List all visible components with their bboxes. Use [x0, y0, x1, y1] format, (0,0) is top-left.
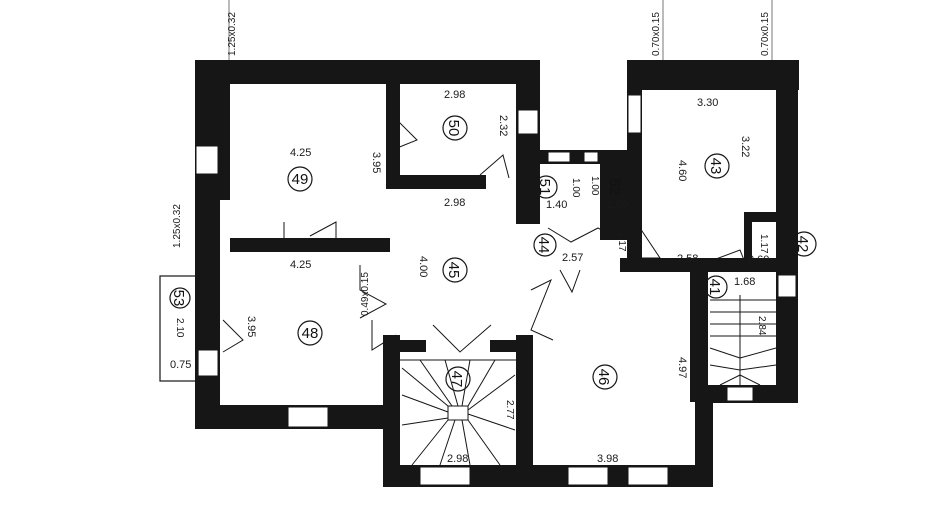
room-44-width: 2.57	[562, 252, 583, 264]
room-47-number: 47	[448, 371, 465, 388]
room-44-number: 44	[535, 237, 552, 254]
room-43-number: 43	[707, 158, 724, 175]
room-51-marker	[534, 175, 558, 199]
room-43-height: 3.22	[739, 136, 751, 157]
room-53-width: 0.75	[170, 359, 191, 371]
opening-label-top-right: 0.70x0.15	[760, 12, 771, 56]
room-44-marker	[533, 233, 557, 257]
room-51-height: 1.40	[546, 199, 567, 211]
room-50-number: 50	[445, 120, 462, 137]
room-52-width: 1.00	[589, 176, 600, 196]
room-50-marker	[442, 115, 468, 141]
room-45-marker	[442, 257, 468, 283]
room-42-height: 1.17	[758, 234, 769, 254]
room-41-width: 1.68	[734, 276, 755, 288]
room-46-marker	[592, 364, 618, 390]
room-49-width: 4.25	[290, 147, 311, 159]
room-51-width: 1.00	[570, 178, 581, 198]
room-50-width: 2.98	[444, 89, 465, 101]
room-44-length: 2.58	[677, 253, 698, 265]
room-52-marker	[604, 175, 628, 199]
room-46-width: 3.98	[597, 453, 618, 465]
room-43-width: 3.30	[697, 97, 718, 109]
room-42-marker	[791, 231, 817, 257]
room-41-number: 41	[706, 279, 723, 296]
room-41-length: 2.84	[756, 316, 767, 336]
room-42-width: 0.60	[748, 254, 769, 266]
room-45-width: 2.98	[444, 197, 465, 209]
room-48-height: 3.95	[245, 316, 257, 337]
windows	[195, 94, 797, 486]
opening-label-door: 0.49x0.15	[360, 272, 371, 316]
room-49-height: 3.95	[370, 152, 382, 173]
room-50-height: 2.32	[497, 115, 509, 136]
opening-label-top-left: 1.25x0.32	[227, 12, 238, 56]
room-47-height: 2.77	[504, 400, 515, 420]
room-42-number: 42	[794, 236, 811, 253]
room-51-number: 51	[536, 179, 553, 196]
doors	[222, 109, 749, 353]
room-49-marker	[287, 166, 313, 192]
stairs-41	[709, 295, 777, 386]
room-52-number: 52	[606, 179, 623, 196]
room-49-number: 49	[292, 171, 309, 188]
room-45-height: 4.00	[417, 256, 429, 277]
room-41-marker	[704, 275, 728, 299]
room-48-marker	[297, 320, 323, 346]
room-47-width: 2.98	[447, 453, 468, 465]
room-44-height: 1.17	[616, 232, 627, 252]
stairs-47	[400, 359, 516, 466]
room-43-depth: 4.60	[676, 160, 688, 181]
walls	[195, 60, 799, 487]
room-53-marker	[169, 287, 191, 309]
room-52-height: 1.00	[607, 199, 628, 211]
room-43-marker	[704, 153, 730, 179]
room-53-length: 2.10	[174, 318, 185, 338]
room-47-marker	[445, 366, 471, 392]
room-48-number: 48	[302, 325, 319, 342]
opening-label-left: 1.25x0.32	[172, 204, 183, 248]
opening-label-top-mid: 0.70x0.15	[651, 12, 662, 56]
room-46-number: 46	[595, 369, 612, 386]
room-46-height: 4.97	[676, 357, 688, 378]
balcony-53	[159, 275, 199, 382]
room-48-width: 4.25	[290, 259, 311, 271]
room-45-number: 45	[445, 262, 462, 279]
room-53-number: 53	[170, 290, 187, 307]
